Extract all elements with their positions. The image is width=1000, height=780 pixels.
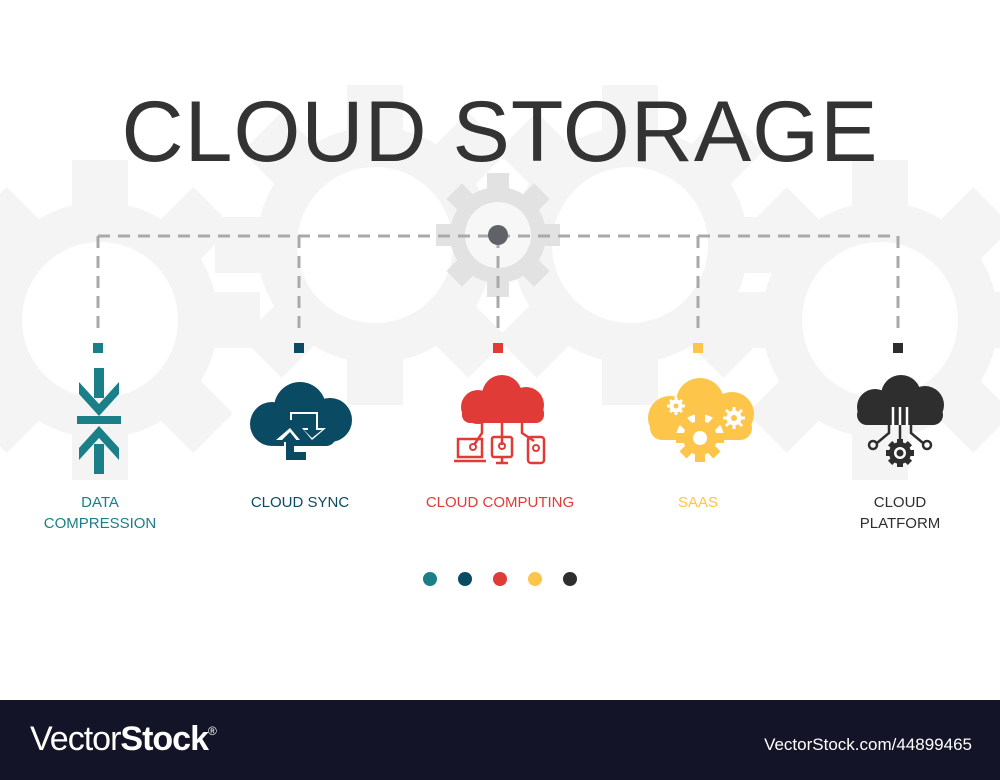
item-label-cloud-platform: CLOUD PLATFORM	[859, 494, 941, 532]
image-reference: VectorStock.com/44899465	[764, 735, 972, 754]
item-label-saas: SAAS	[677, 494, 719, 511]
dot-teal	[423, 572, 437, 586]
hub-node	[488, 225, 508, 245]
dot-dark	[563, 572, 577, 586]
dot-red	[493, 572, 507, 586]
cloud-sync-icon	[246, 380, 354, 467]
cloud-gears-icon	[644, 376, 756, 471]
item-label-cloud-sync: CLOUD SYNC	[250, 494, 350, 511]
dot-navy	[458, 572, 472, 586]
page-title: CLOUD STORAGE	[121, 84, 879, 180]
background-gears	[0, 85, 1000, 480]
cloud-computing-icon	[452, 373, 552, 474]
infographic-canvas: CLOUD STORAGE DATA COMPRESSION	[0, 84, 1000, 586]
dot-yellow	[528, 572, 542, 586]
footer-bar: VectorStock® VectorStock.com/44899465	[0, 700, 1000, 780]
cloud-platform-icon	[851, 373, 949, 472]
brand-logo: VectorStock®	[30, 720, 217, 758]
item-label-cloud-computing: CLOUD COMPUTING	[425, 494, 575, 511]
item-label-data-compression: DATA COMPRESSION	[43, 494, 157, 532]
compress-arrows-icon	[75, 368, 123, 479]
